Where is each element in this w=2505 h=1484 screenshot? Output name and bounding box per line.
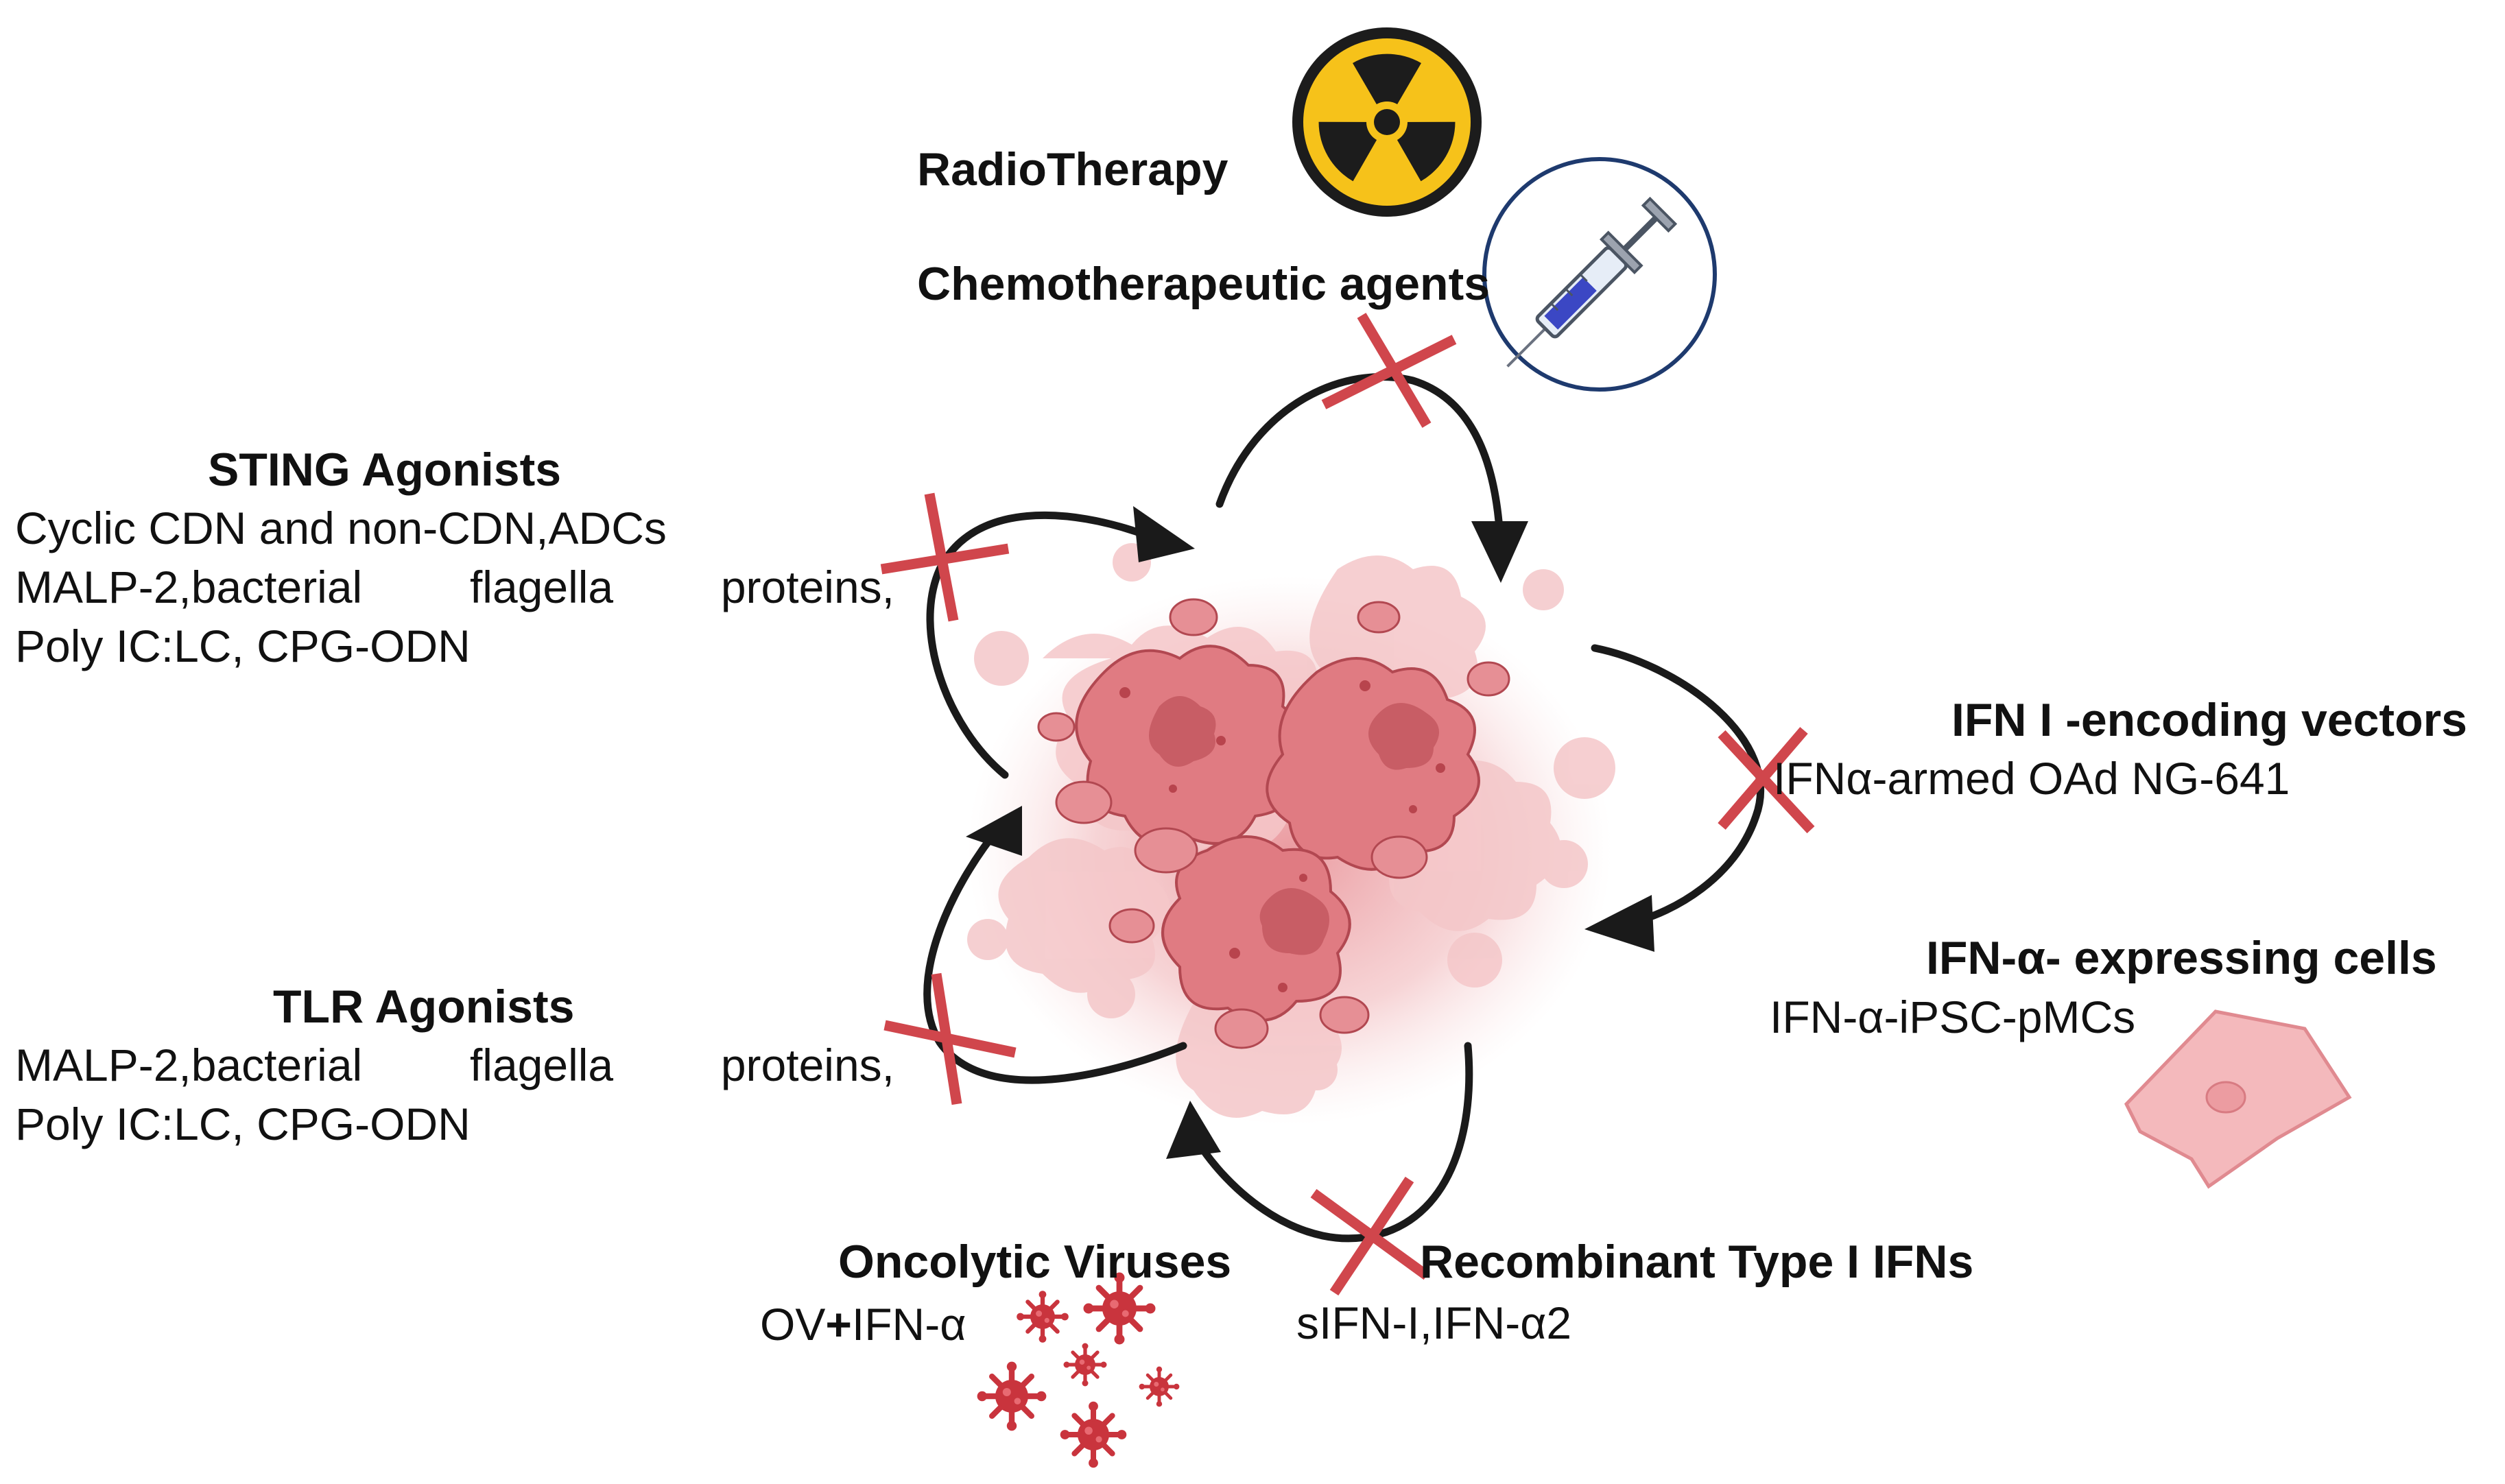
virus-icon <box>1139 1367 1180 1407</box>
arrow-tlr <box>923 822 1187 1084</box>
oncolytic-viruses-title: Oncolytic Viruses <box>838 1236 1232 1288</box>
cross-mark-icon <box>1310 1176 1430 1296</box>
oncolytic-sub-suffix: IFN-α <box>851 1299 966 1350</box>
ifn-cells-sub: IFN-α-iPSC-pMCs <box>1770 992 2136 1042</box>
arrowhead-tlr <box>966 806 1022 856</box>
syringe-icon <box>1482 157 1717 392</box>
recombinant-ifn-title: Recombinant Type I IFNs <box>1420 1236 1974 1288</box>
arrowhead-vectors <box>1584 895 1654 952</box>
tumor-mass-icon <box>967 543 1615 1125</box>
cross-mark-icon <box>1718 727 1815 834</box>
oncolytic-subtitle: OV+IFN-α <box>760 1295 966 1354</box>
sting-line-3: Poly IC:LC, CPG-ODN <box>15 621 471 671</box>
tlr-agonists-title: TLR Agonists <box>273 981 575 1033</box>
chemotherapeutic-agents-label: Chemotherapeutic agents <box>917 258 1491 310</box>
cross-mark-icon <box>880 492 1010 622</box>
radiation-icon <box>1292 27 1482 217</box>
radiotherapy-label: RadioTherapy <box>917 143 1228 195</box>
arrowhead-chemo <box>1471 521 1528 583</box>
recombinant-ifn-sub: sIFN-I,IFN-α2 <box>1296 1297 1572 1348</box>
virus-icon <box>1017 1291 1069 1343</box>
arrowheads <box>966 506 1654 1159</box>
oncolytic-sub-prefix: OV <box>760 1299 826 1350</box>
cross-marks <box>880 313 1815 1296</box>
arrow-chemo <box>1215 372 1503 525</box>
virus-icon <box>1060 1402 1127 1468</box>
virus-group <box>977 1273 1180 1468</box>
virus-icon <box>977 1362 1047 1431</box>
ifn-vectors-sub: IFNα-armed OAd NG-641 <box>1773 753 2290 804</box>
tlr-line-1: MALP-2,bacterial flagella proteins, <box>15 1040 894 1090</box>
oncolytic-sub-plus: + <box>825 1299 852 1350</box>
virus-icon <box>1064 1343 1107 1387</box>
cross-mark-icon <box>883 972 1017 1105</box>
cross-mark-icon <box>1321 313 1457 428</box>
arrow-vectors <box>1591 644 1764 926</box>
ifn-vectors-title: IFN I -encoding vectors <box>1951 694 2467 746</box>
cell-icon <box>2124 1009 2352 1189</box>
ifn-cells-title: IFN-α- expressing cells <box>1926 932 2437 984</box>
sting-line-2: MALP-2,bacterial flagella proteins, <box>15 562 894 612</box>
arrowhead-sting <box>1133 506 1195 562</box>
tlr-line-2: Poly IC:LC, CPG-ODN <box>15 1099 471 1149</box>
arrowhead-recombinant <box>1166 1101 1221 1159</box>
sting-agonists-title: STING Agonists <box>208 444 562 496</box>
sting-line-1: Cyclic CDN and non-CDN,ADCs <box>15 503 667 553</box>
